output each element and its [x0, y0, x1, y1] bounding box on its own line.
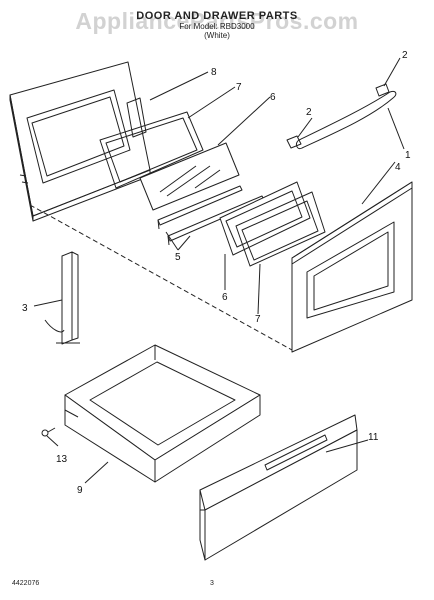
callout-11: 11 [368, 432, 379, 443]
page-title: DOOR AND DRAWER PARTS [136, 10, 298, 22]
footer-page-number: 3 [210, 580, 214, 587]
callout-6a: 6 [270, 92, 276, 103]
callout-6b: 6 [222, 292, 228, 303]
callout-7a: 7 [236, 82, 242, 93]
inner-door-panel [9, 61, 151, 222]
callout-2b: 2 [306, 107, 312, 118]
callout-8: 8 [211, 67, 217, 78]
alignment-line [29, 204, 293, 351]
glass-panel-6a [139, 142, 240, 211]
callout-9: 9 [77, 485, 83, 496]
handle-end-cap-2a [375, 83, 390, 97]
callout-7b: 7 [255, 314, 261, 325]
callout-1: 1 [405, 150, 411, 161]
door-handle-1 [295, 91, 397, 150]
callout-2a: 2 [402, 50, 408, 61]
door-hinge-3 [44, 251, 80, 345]
outer-oven-door-4 [291, 181, 413, 353]
window-seal-7a [99, 111, 204, 189]
title-block: DOOR AND DRAWER PARTS For Model: RBD3000… [0, 10, 434, 40]
callout-13: 13 [56, 454, 68, 465]
glass-panel-6b [219, 181, 311, 256]
storage-drawer-9 [64, 344, 261, 483]
watermark: AppliancePartsPros.com [75, 8, 359, 34]
callout-4: 4 [395, 162, 401, 173]
window-seal-7b [235, 191, 326, 267]
leader-lines [33, 57, 405, 484]
color-line: (White) [204, 31, 230, 40]
handle-end-cap-2b [286, 135, 302, 149]
drawer-glide-13 [41, 427, 56, 437]
callout-3: 3 [22, 303, 28, 314]
callout-5: 5 [175, 252, 181, 263]
drawer-front-panel-11 [199, 414, 358, 561]
model-line: For Model: RBD3000 [179, 22, 255, 31]
footer-part-number: 4422076 [12, 580, 40, 587]
